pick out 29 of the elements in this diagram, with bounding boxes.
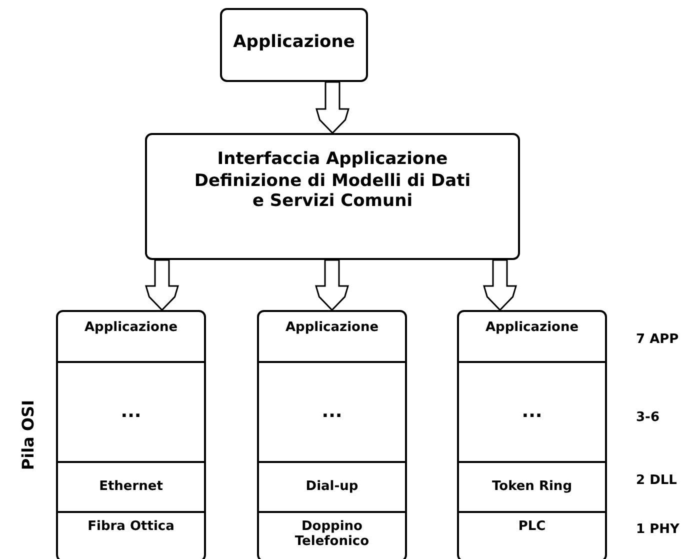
layer-label: Applicazione — [83, 320, 179, 335]
block-arrow — [145, 259, 179, 312]
layer-label: 1 PHY — [636, 522, 680, 537]
layer-label: Doppino Telefonico — [294, 519, 370, 549]
stack-box — [56, 310, 206, 559]
layer-label: Fibra Ottica — [86, 519, 176, 534]
layer-label: Ethernet — [98, 478, 164, 494]
layer-label: PLC — [517, 519, 547, 534]
layer-label: ... — [520, 400, 544, 422]
layer-label: 2 DLL — [636, 473, 677, 488]
block-arrow — [483, 259, 517, 312]
layer-label: Applicazione — [484, 320, 580, 335]
box-text: Interfaccia Applicazione — [216, 149, 449, 169]
layer-label: Applicazione — [284, 320, 380, 335]
process-box — [145, 133, 520, 260]
block-arrow — [315, 259, 349, 312]
layer-label: ... — [320, 400, 344, 422]
layer-label: ... — [120, 400, 142, 422]
layer-label: Token Ring — [491, 478, 573, 494]
box-text: Applicazione — [232, 32, 356, 52]
axis-title: Pila OSI — [18, 400, 38, 470]
layer-label: 7 APP — [636, 332, 679, 347]
layer-label: Dial-up — [304, 478, 360, 494]
stack-box — [257, 310, 407, 559]
box-text: Definizione di Modelli di Dati e Servizi Comuni — [193, 171, 472, 211]
layer-label: 3-6 — [636, 410, 660, 425]
process-box — [220, 8, 368, 82]
stack-box — [457, 310, 607, 559]
block-arrow — [316, 81, 350, 134]
